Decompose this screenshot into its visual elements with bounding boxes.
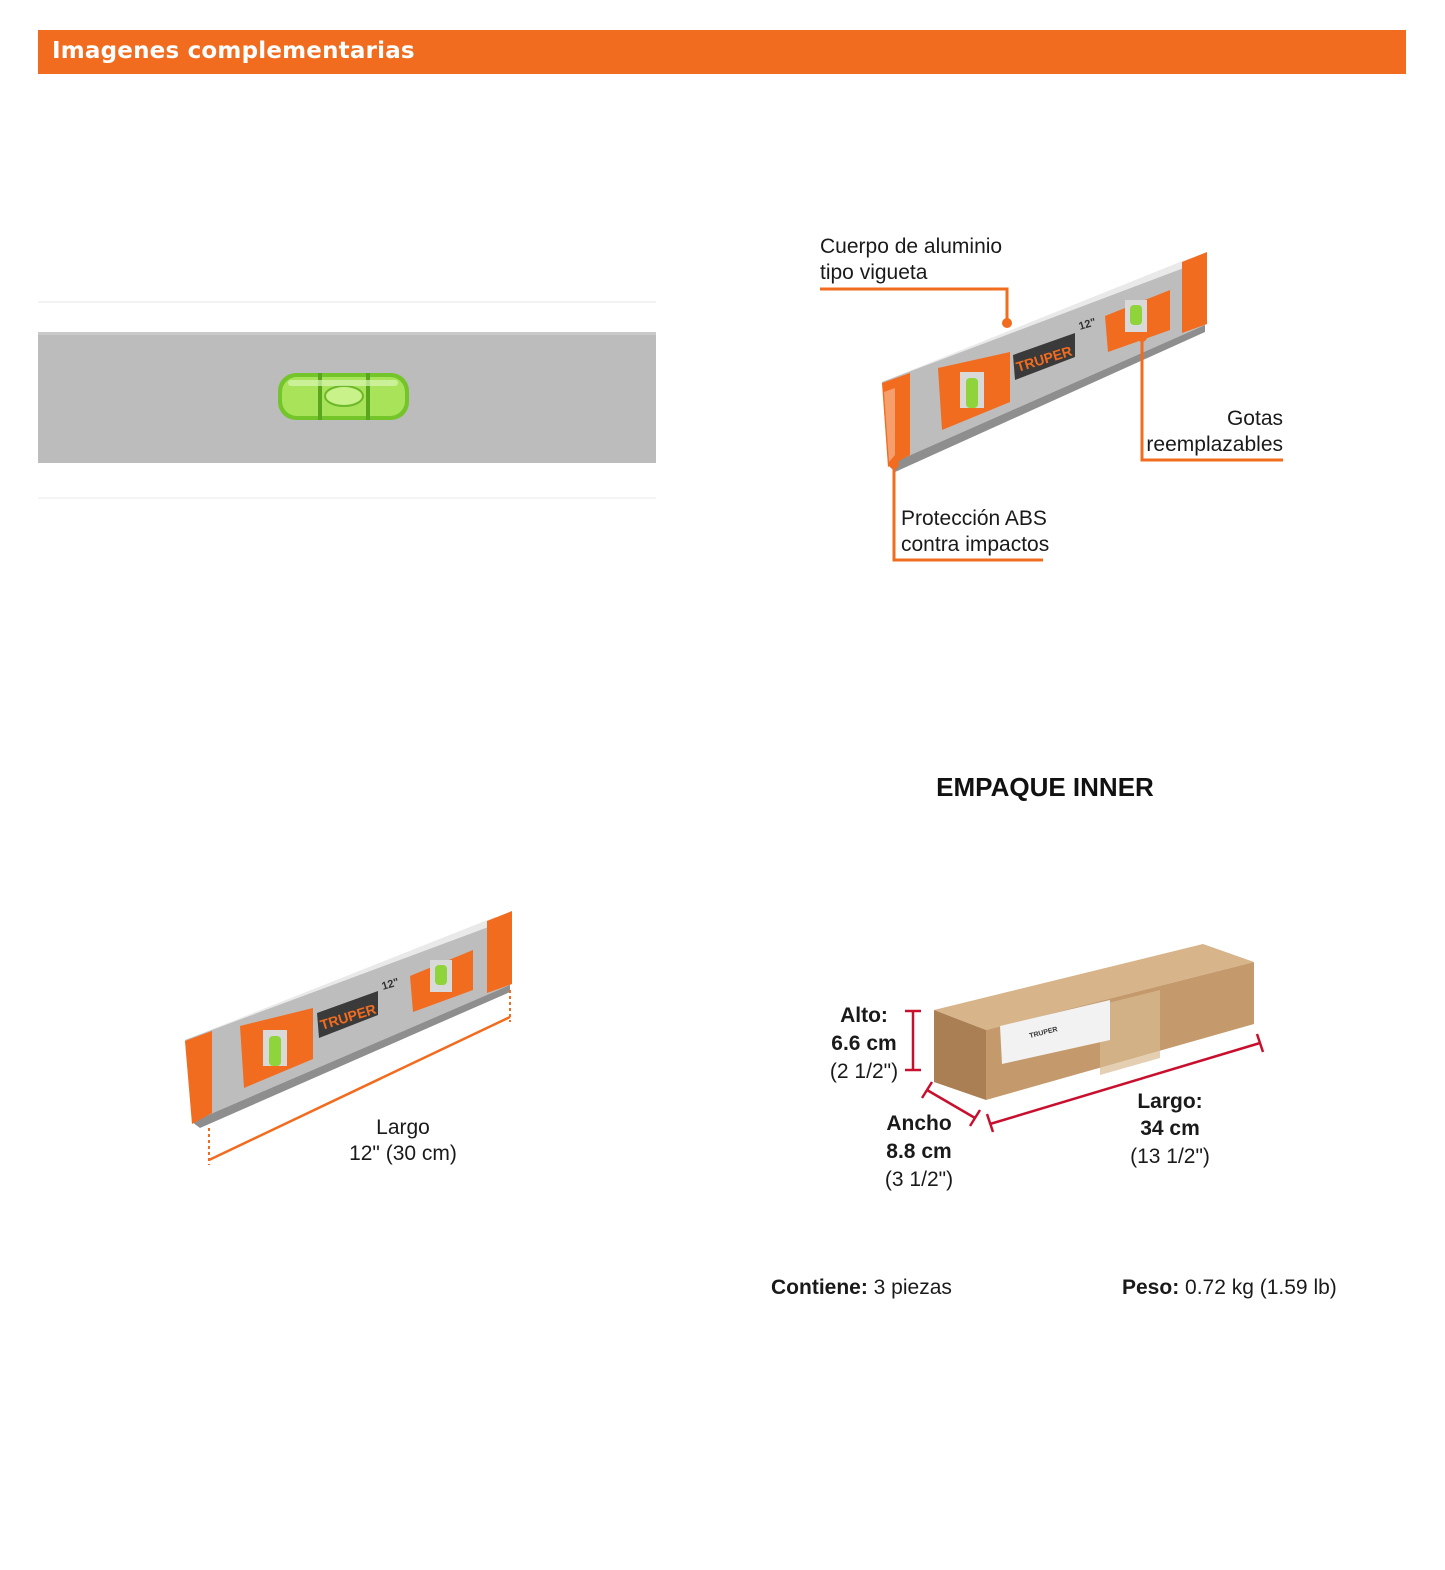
size-mark: 12": [380, 976, 400, 993]
callout-vials-line2: reemplazables: [1146, 433, 1283, 456]
largo-metric: 34 cm: [1140, 1117, 1200, 1140]
section-title: Imagenes complementarias: [52, 38, 415, 64]
package-title: EMPAQUE INNER: [936, 772, 1154, 802]
ancho-imperial: (3 1/2"): [885, 1168, 953, 1191]
section-header: Imagenes complementarias: [38, 30, 1406, 74]
cardboard-box-icon: TRUPER: [934, 944, 1254, 1100]
package-image: TRUPER Alto: 6.6 cm (2 1/2") Ancho 8.8 c…: [830, 944, 1265, 1191]
weight-value: 0.72 kg (1.59 lb): [1179, 1276, 1337, 1299]
alto-metric: 6.6 cm: [831, 1032, 896, 1055]
torpedo-level-icon: TRUPER 12": [882, 252, 1207, 472]
vial-closeup-image: [38, 301, 656, 499]
length-value: 12" (30 cm): [349, 1142, 457, 1165]
features-image: TRUPER 12" Cuerpo de aluminio tipo vigue…: [820, 235, 1283, 562]
torpedo-level-icon: TRUPER 12": [185, 911, 512, 1128]
callout-abs-line1: Protección ABS: [901, 507, 1047, 530]
callout-vials-line1: Gotas: [1227, 407, 1283, 430]
callout-body-line2: tipo vigueta: [820, 261, 928, 284]
largo-label: Largo:: [1137, 1090, 1202, 1113]
size-mark: 12": [1077, 316, 1097, 333]
callout-abs-line2: contra impactos: [901, 533, 1049, 556]
ancho-metric: 8.8 cm: [886, 1140, 951, 1163]
length-image: TRUPER 12" Largo 12" (30 cm): [185, 911, 512, 1165]
length-label: Largo: [376, 1116, 430, 1139]
alto-label: Alto:: [840, 1004, 888, 1027]
contains-value: 3 piezas: [867, 1276, 952, 1299]
alto-imperial: (2 1/2"): [830, 1060, 898, 1083]
bubble-vial-icon: [278, 373, 409, 420]
largo-imperial: (13 1/2"): [1130, 1145, 1210, 1168]
contains-label: Contiene:: [771, 1276, 868, 1299]
weight-label: Peso:: [1122, 1276, 1180, 1299]
weight-caption: Peso: 0.72 kg (1.59 lb): [1122, 1276, 1337, 1300]
callout-body-line1: Cuerpo de aluminio: [820, 235, 1002, 258]
contains-caption: Contiene: 3 piezas: [771, 1276, 952, 1300]
ancho-label: Ancho: [886, 1112, 951, 1135]
